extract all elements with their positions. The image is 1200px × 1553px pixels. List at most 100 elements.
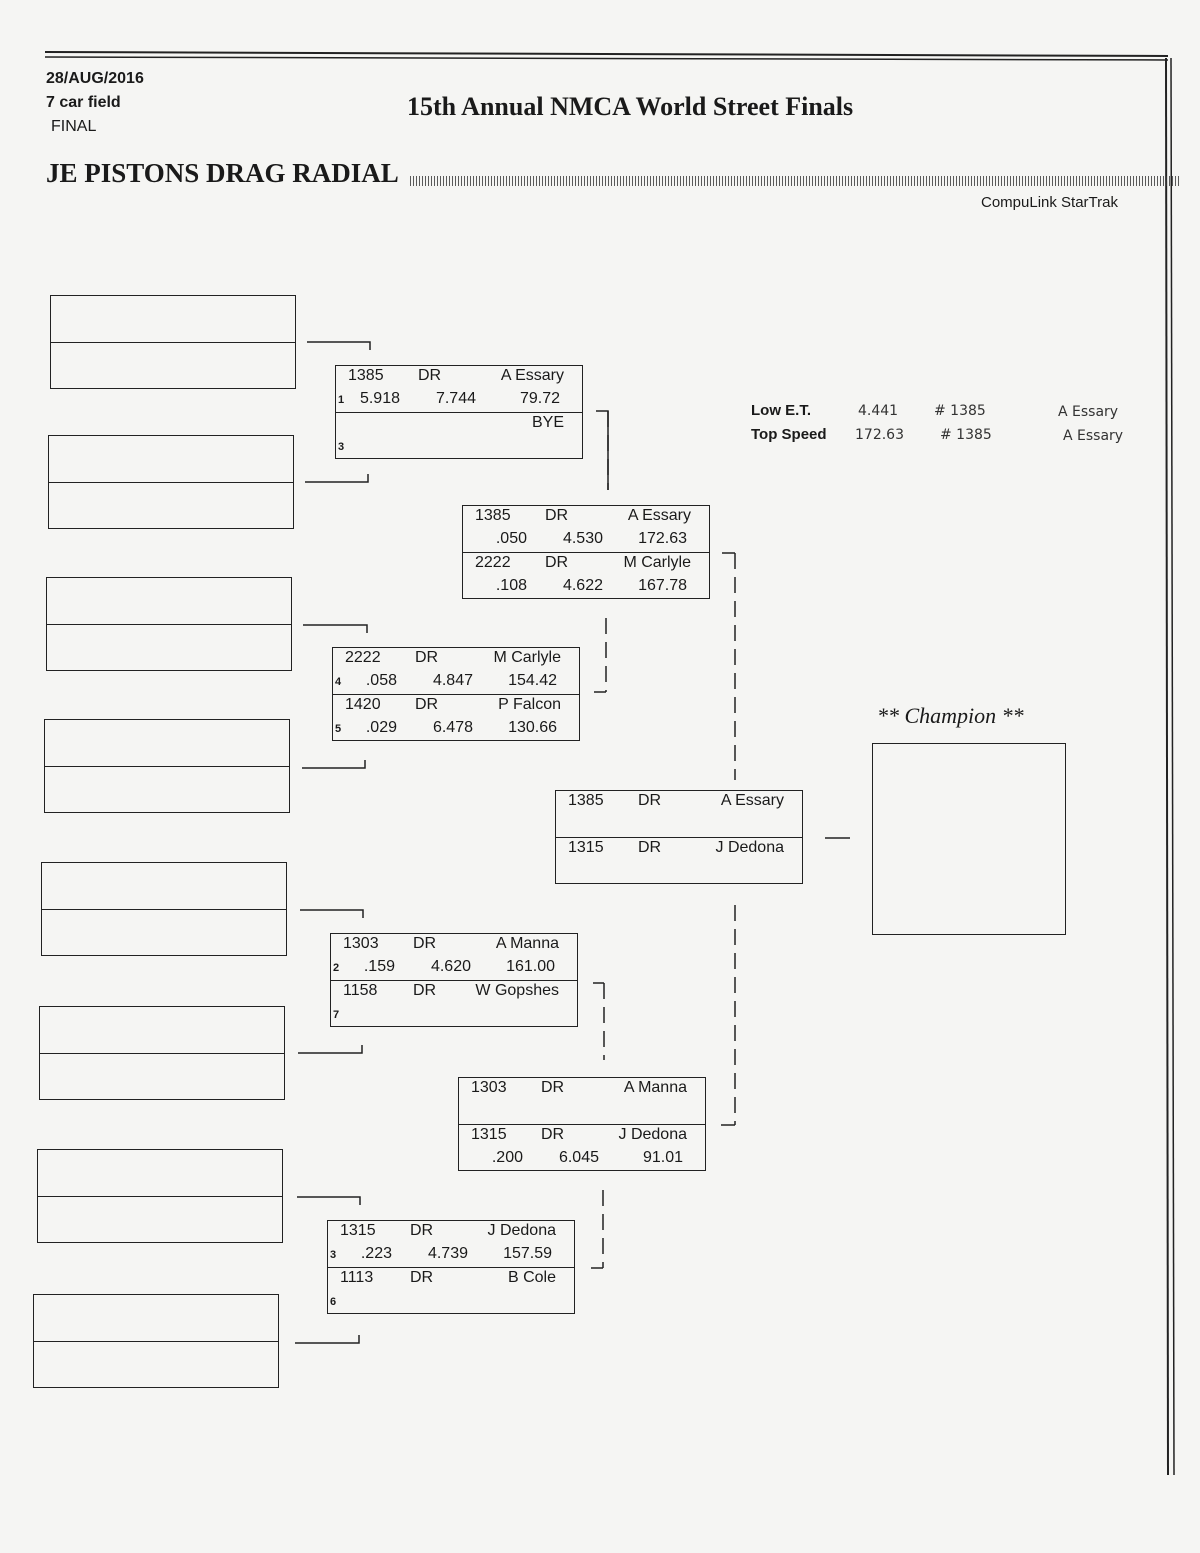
speed: 172.63 — [638, 530, 687, 547]
elapsed-time: 4.739 — [427, 1245, 468, 1262]
elapsed-time: 6.478 — [432, 719, 473, 736]
top-speed-value: 172.63 — [855, 427, 904, 443]
top-speed-label: Top Speed — [751, 426, 827, 443]
reaction-time: .029 — [365, 719, 397, 736]
competitor-bottom: 2222 DR M Carlyle .108 4.622 167.78 — [463, 552, 709, 599]
car-number: 1113 — [340, 1269, 374, 1286]
speed: 91.01 — [642, 1149, 683, 1166]
entry-box — [46, 577, 292, 671]
reaction-time: .200 — [491, 1149, 523, 1166]
reaction-time: .058 — [365, 672, 397, 689]
speed: 167.78 — [638, 577, 687, 594]
seed-number: 6 — [330, 1296, 337, 1308]
car-number: 2222 — [475, 554, 511, 571]
elapsed-time: 4.622 — [562, 577, 603, 594]
car-number: 1303 — [343, 935, 379, 952]
car-number: 1315 — [471, 1126, 507, 1143]
driver-name: M Carlyle — [623, 554, 691, 571]
driver-name: A Essary — [720, 792, 784, 809]
car-number: 1303 — [471, 1079, 507, 1096]
driver-name: B Cole — [507, 1269, 556, 1286]
round-label: FINAL — [51, 118, 97, 135]
driver-name: M Carlyle — [493, 649, 561, 666]
champion-box — [872, 743, 1066, 935]
class-code: DR — [545, 507, 569, 524]
seed-number: 3 — [338, 441, 345, 453]
entry-box — [44, 719, 290, 813]
entry-box — [39, 1006, 285, 1100]
reaction-time: .159 — [363, 958, 395, 975]
car-number: 1385 — [568, 792, 604, 809]
driver-name: A Essary — [500, 367, 564, 384]
reaction-time: .108 — [495, 577, 527, 594]
speed: 161.00 — [506, 958, 555, 975]
class-code: DR — [413, 935, 437, 952]
seed-number: 5 — [335, 723, 342, 735]
driver-name: A Manna — [623, 1079, 687, 1096]
elapsed-time: 4.847 — [432, 672, 473, 689]
car-number: 1385 — [475, 507, 511, 524]
speed: 154.42 — [508, 672, 557, 689]
champion-label: ** Champion ** — [877, 703, 1024, 728]
class-code: DR — [638, 792, 662, 809]
car-number: 2222 — [345, 649, 381, 666]
low-et-value: 4.441 — [858, 403, 899, 419]
seed-number: 7 — [333, 1009, 340, 1021]
entry-box — [37, 1149, 283, 1243]
driver-name: A Essary — [627, 507, 691, 524]
class-code: DR — [410, 1222, 434, 1239]
title-dotted-rule — [410, 176, 1180, 186]
speed: 157.59 — [503, 1245, 552, 1262]
class-code: DR — [415, 649, 439, 666]
class-code: DR — [418, 367, 442, 384]
class-code: DR — [541, 1079, 565, 1096]
class-code: DR — [415, 696, 439, 713]
competitor-top: 1385 DR A Essary — [556, 791, 802, 837]
entry-box — [33, 1294, 279, 1388]
low-et-label: Low E.T. — [751, 402, 811, 419]
elapsed-time: 4.620 — [430, 958, 471, 975]
class-code: DR — [541, 1126, 565, 1143]
seed-number: 2 — [333, 962, 340, 974]
class-code: DR — [413, 982, 437, 999]
low-et-car: # 1385 — [934, 403, 986, 419]
class-code: DR — [545, 554, 569, 571]
driver-name: J Dedona — [487, 1222, 557, 1239]
car-number: 1385 — [348, 367, 384, 384]
top-speed-car: # 1385 — [940, 427, 992, 443]
elapsed-time: 6.045 — [558, 1149, 599, 1166]
entry-box — [48, 435, 294, 529]
event-date: 28/AUG/2016 — [46, 70, 144, 87]
seed-number: 3 — [330, 1249, 337, 1261]
speed: 79.72 — [519, 390, 560, 407]
reaction-time: .050 — [495, 530, 527, 547]
seed-number: 1 — [338, 394, 345, 406]
driver-name: P Falcon — [498, 696, 561, 713]
reaction-time: .223 — [360, 1245, 392, 1262]
entry-box — [50, 295, 296, 389]
speed: 130.66 — [508, 719, 557, 736]
driver-name: W Gopshes — [475, 982, 559, 999]
competitor-top: 1303 DR A Manna — [459, 1078, 705, 1124]
car-number: 1315 — [568, 839, 604, 856]
entry-box — [41, 862, 287, 956]
